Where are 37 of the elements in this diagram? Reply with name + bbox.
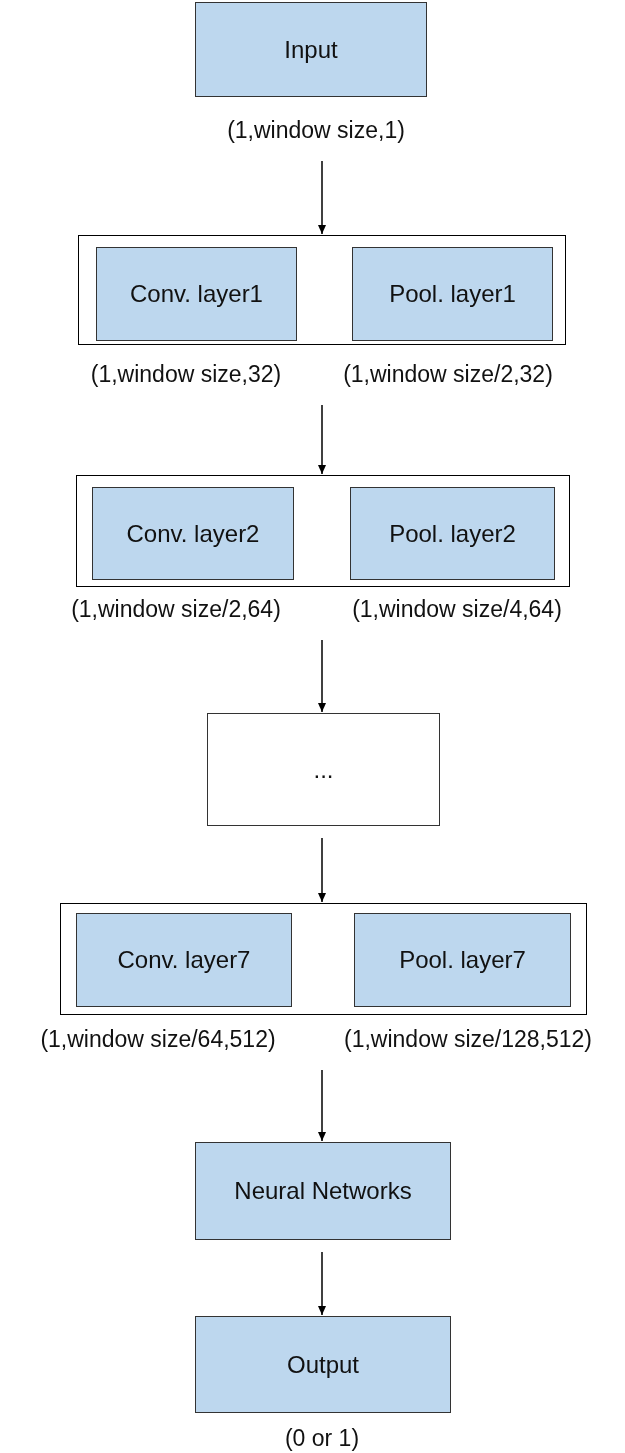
- process-box: [195, 1142, 451, 1240]
- box-label: Neural Networks: [233, 1176, 413, 1207]
- shape-caption: (1,window size/2,64): [71, 596, 281, 624]
- arrow: [318, 1069, 326, 1142]
- shape-caption: (1,window size/4,64): [352, 596, 562, 624]
- process-box: [350, 487, 555, 580]
- process-box: [92, 487, 294, 580]
- layer-group-box: [76, 475, 570, 587]
- process-box: [76, 913, 292, 1007]
- box-label: Conv. layer1: [129, 279, 264, 310]
- process-box: [195, 1316, 451, 1413]
- box-label: Conv. layer7: [116, 945, 252, 976]
- shape-caption: (0 or 1): [284, 1425, 360, 1453]
- process-box: [207, 713, 440, 826]
- arrow: [318, 404, 326, 475]
- process-box: [354, 913, 571, 1007]
- box-label: ...: [312, 754, 335, 785]
- process-box: [352, 247, 553, 341]
- shape-caption: (1,window size,1): [227, 117, 405, 145]
- shape-caption: (1,window size,32): [90, 361, 282, 389]
- arrow: [318, 1251, 326, 1316]
- layer-group-box: [60, 903, 587, 1015]
- shape-caption: (1,window size/64,512): [40, 1026, 276, 1054]
- layer-group-box: [78, 235, 566, 345]
- box-label: Pool. layer1: [388, 279, 517, 310]
- process-box: [195, 2, 427, 97]
- arrow: [318, 160, 326, 235]
- process-box: [96, 247, 297, 341]
- shape-caption: (1,window size/128,512): [344, 1026, 592, 1054]
- arrow: [318, 639, 326, 713]
- box-label: Pool. layer7: [398, 945, 527, 976]
- box-label: Pool. layer2: [388, 518, 517, 549]
- shape-caption: (1,window size/2,32): [343, 361, 553, 389]
- box-label: Input: [283, 34, 339, 65]
- box-label: Conv. layer2: [125, 518, 261, 549]
- arrow: [318, 837, 326, 903]
- box-label: Output: [285, 1349, 360, 1380]
